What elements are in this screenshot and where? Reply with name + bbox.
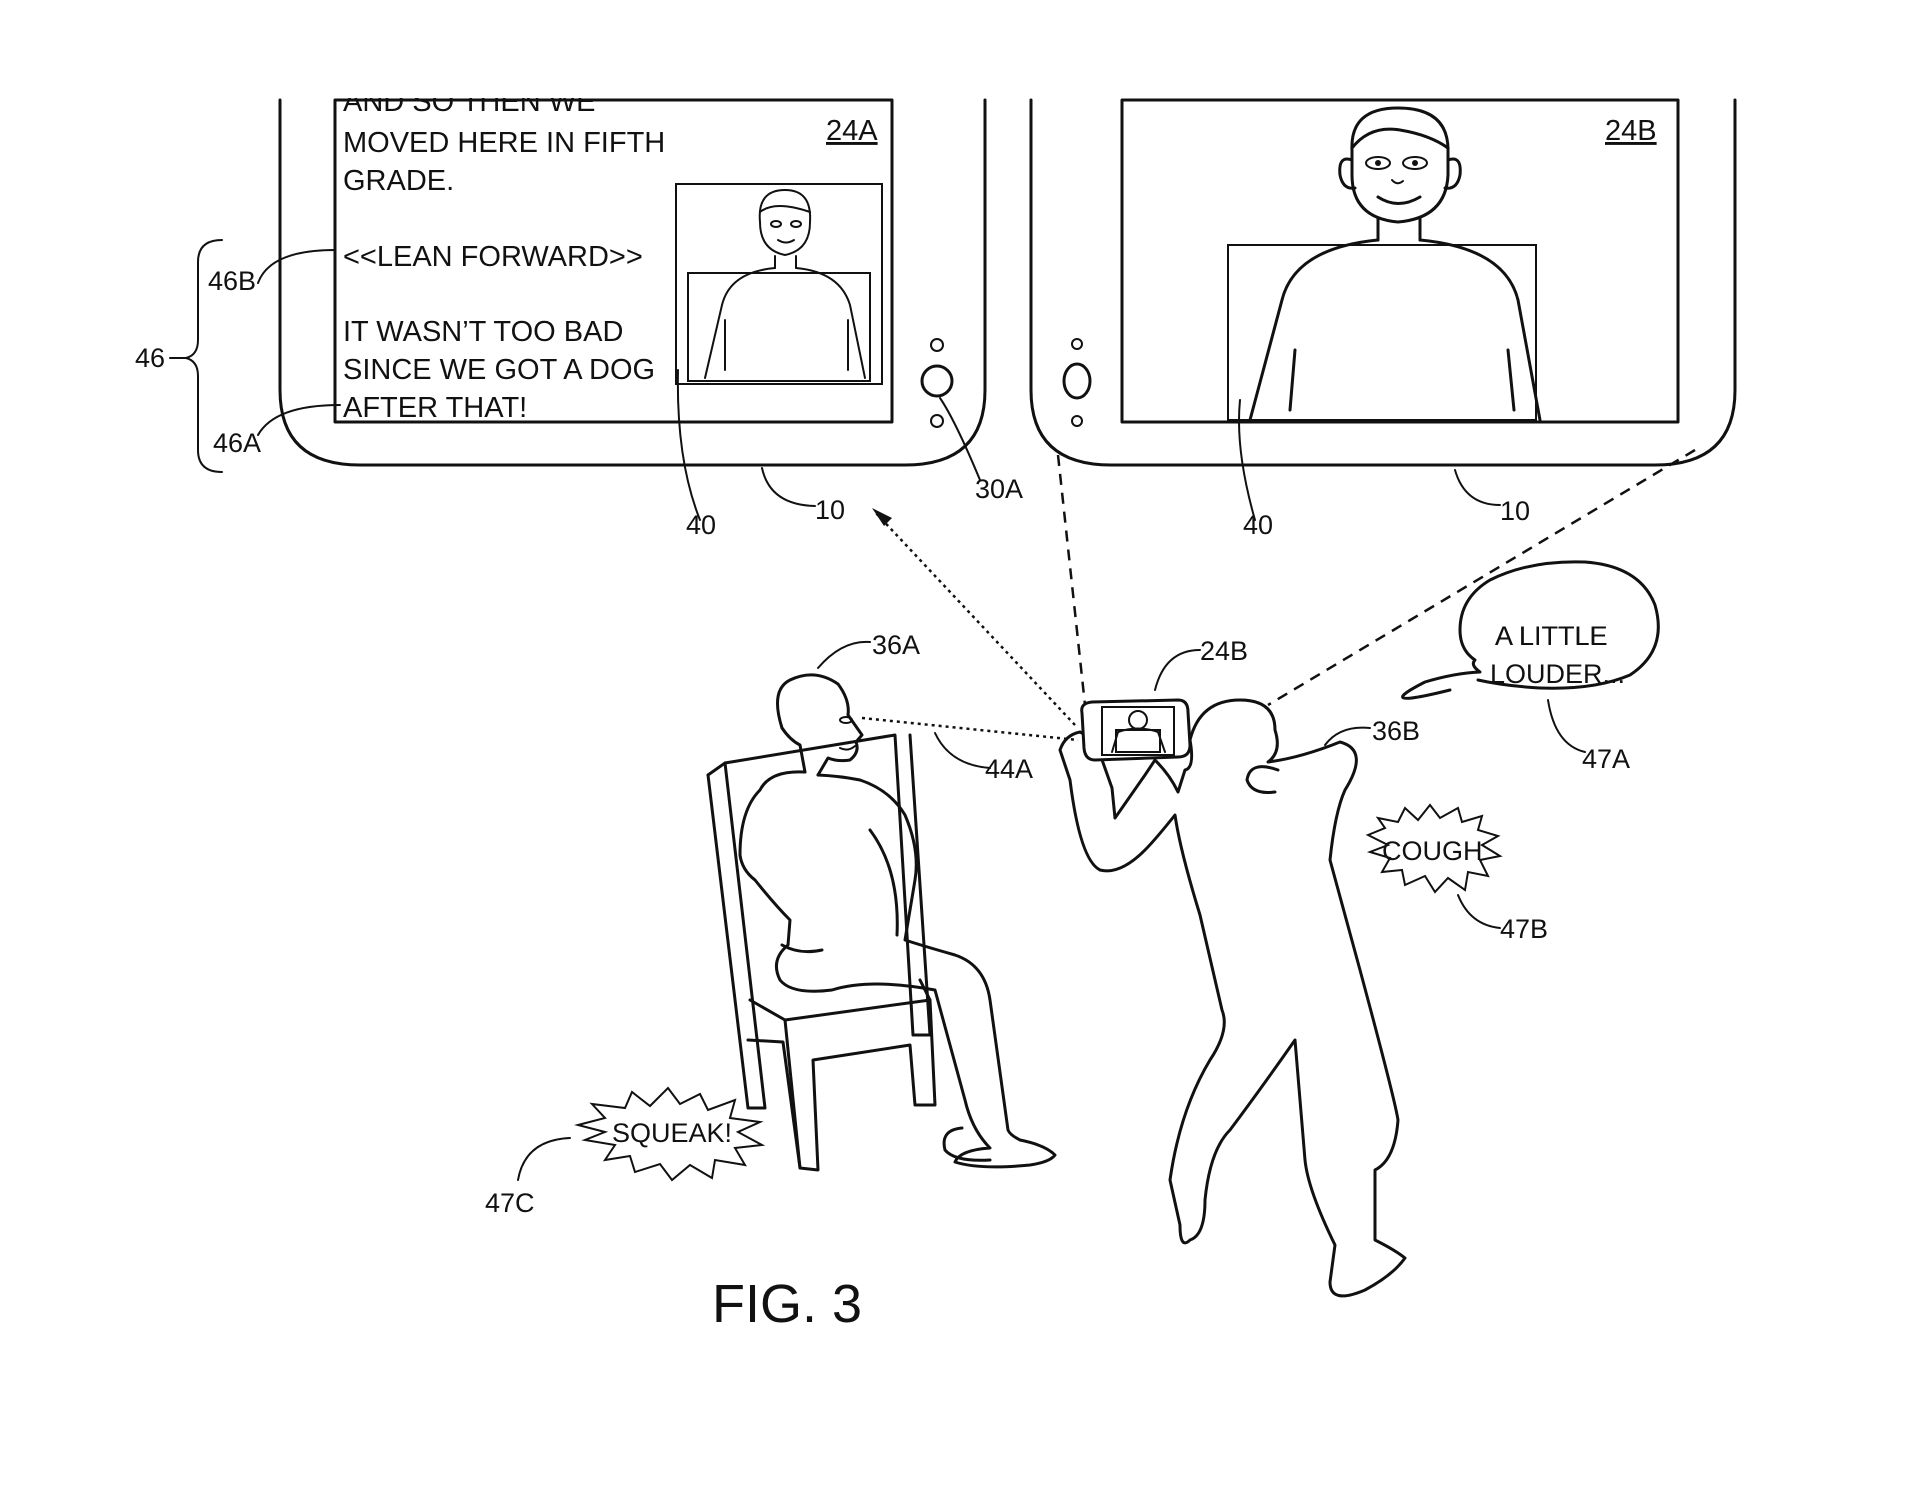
chair xyxy=(706,733,937,1172)
transcript-line-6: AFTER THAT! xyxy=(343,392,527,424)
handheld-device xyxy=(1080,698,1192,762)
ref-47b: 47B xyxy=(1500,914,1548,944)
standing-person xyxy=(1058,698,1407,1298)
ref-47c: 47C xyxy=(485,1188,535,1218)
view-cone-right xyxy=(1267,448,1696,707)
gaze-line-44a xyxy=(861,716,1079,742)
preview-person xyxy=(704,188,866,379)
view-cone-left xyxy=(1056,454,1087,706)
figure-caption: FIG. 3 xyxy=(712,1274,862,1334)
ref-40-left: 40 xyxy=(686,510,716,540)
transcript-line-1: MOVED HERE IN FIFTH xyxy=(343,127,665,159)
transcript-line-5: SINCE WE GOT A DOG xyxy=(343,354,655,386)
ref-46b: 46B xyxy=(208,266,256,296)
cough-burst-47b: COUGH xyxy=(1365,803,1503,894)
speech-line-1: A LITTLE xyxy=(1495,621,1608,651)
ref-47a: 47A xyxy=(1582,744,1630,774)
speech-text-line-2: LOUDER... xyxy=(1490,659,1625,689)
speech-bubble-47a: A LITTLE LOUDER... xyxy=(1401,560,1660,700)
gaze-line-to-screen xyxy=(874,511,1076,726)
bracket-46: 46 46B 46A xyxy=(135,239,341,473)
squeak-text: SQUEAK! xyxy=(612,1118,732,1148)
seated-person xyxy=(738,673,1057,1169)
transcript-text: AND SO THEN WE MOVED HERE IN FIFTH GRADE… xyxy=(343,86,665,424)
transcript-line-4: IT WASN’T TOO BAD xyxy=(343,316,623,348)
arrow-head-icon xyxy=(872,508,892,526)
ref-46a: 46A xyxy=(213,428,261,458)
ref-24b-handheld: 24B xyxy=(1200,636,1248,666)
camera-icon xyxy=(1062,362,1092,400)
speech-text-line-1-visible: A LITTLE xyxy=(1495,621,1608,651)
preview-window xyxy=(675,183,883,385)
ref-46: 46 xyxy=(135,343,165,373)
left-device: AND SO THEN WE MOVED HERE IN FIFTH GRADE… xyxy=(270,0,990,467)
ref-36b: 36B xyxy=(1372,716,1420,746)
ref-44a: 44A xyxy=(985,754,1033,784)
transcript-line-2: GRADE. xyxy=(343,165,454,197)
camera-30a xyxy=(920,364,954,398)
remote-person xyxy=(1248,106,1542,422)
cue-prompt-46b: <<LEAN FORWARD>> xyxy=(343,241,643,273)
ref-36a: 36A xyxy=(872,630,920,660)
ref-30a: 30A xyxy=(975,474,1023,504)
ref-40-right: 40 xyxy=(1243,510,1273,540)
screen-ref-24a: 24A xyxy=(826,115,878,147)
right-device: 24B xyxy=(1025,0,1740,467)
ref-10-right: 10 xyxy=(1500,496,1530,526)
screen-ref-24b: 24B xyxy=(1605,115,1657,147)
squeak-burst-47c: SQUEAK! xyxy=(574,1086,766,1182)
ref-10-left: 10 xyxy=(815,495,845,525)
cough-text: COUGH xyxy=(1382,836,1483,866)
